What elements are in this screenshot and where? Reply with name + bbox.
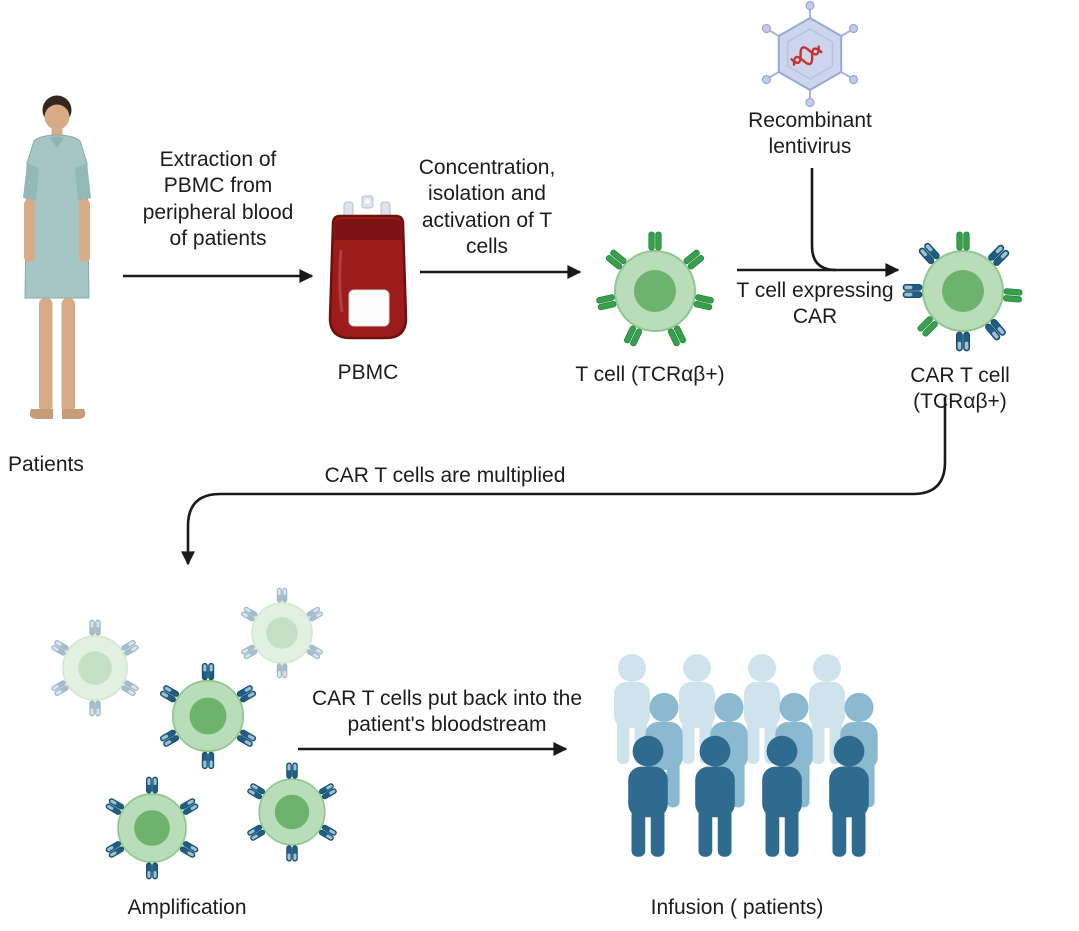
patients-label: Patients — [8, 453, 84, 476]
patient-arm — [79, 199, 90, 262]
amplified-cell-faded — [51, 620, 139, 716]
pbmc-label: PBMC — [337, 361, 399, 384]
virus-connector-line — [810, 168, 837, 272]
person-icon — [628, 735, 668, 857]
isolation-step-label: Concentration, isolation and activation … — [418, 156, 556, 259]
car-t-cell-label: CAR T cell (TCRαβ+) — [910, 364, 1010, 414]
multiplied-step-label: CAR T cells are multiplied — [324, 464, 566, 487]
amplification-cells-icon — [51, 588, 338, 879]
t-cell-icon — [596, 232, 714, 347]
car-t-cell-icon — [903, 232, 1022, 351]
person-icon — [829, 735, 869, 857]
multiplication-arrow — [181, 397, 947, 566]
amplified-cell-faded — [241, 588, 324, 678]
patient-gown — [24, 134, 90, 299]
person-icon — [762, 735, 802, 857]
blood-bag-label — [348, 289, 390, 327]
lentivirus-label: Recombinant lentivirus — [748, 109, 872, 159]
person-icon — [695, 735, 735, 857]
patient-leg — [39, 298, 53, 412]
amplified-cell — [159, 663, 256, 769]
amplification-label: Amplification — [127, 896, 247, 919]
infusion-label: Infusion ( patients) — [650, 896, 824, 919]
patient-leg — [61, 298, 75, 412]
extraction-step-label: Extraction of PBMC from peripheral blood… — [142, 148, 294, 251]
amplified-cell — [105, 777, 199, 879]
t-cell-expressing-car-label: T cell expressing CAR — [736, 279, 894, 329]
patient-face — [44, 104, 70, 130]
blood-bag-icon — [328, 195, 408, 340]
infusion-crowd-icon — [614, 654, 878, 857]
patient-arm — [24, 199, 35, 262]
t-cell-label: T cell (TCRαβ+) — [575, 363, 725, 386]
patient-figure — [23, 95, 91, 419]
put-back-step-label: CAR T cells put back into the patient's … — [311, 687, 583, 737]
amplified-cell — [247, 763, 338, 861]
lentivirus-icon — [761, 0, 859, 108]
virus-rna — [790, 45, 823, 66]
virus-capsid — [777, 16, 843, 92]
